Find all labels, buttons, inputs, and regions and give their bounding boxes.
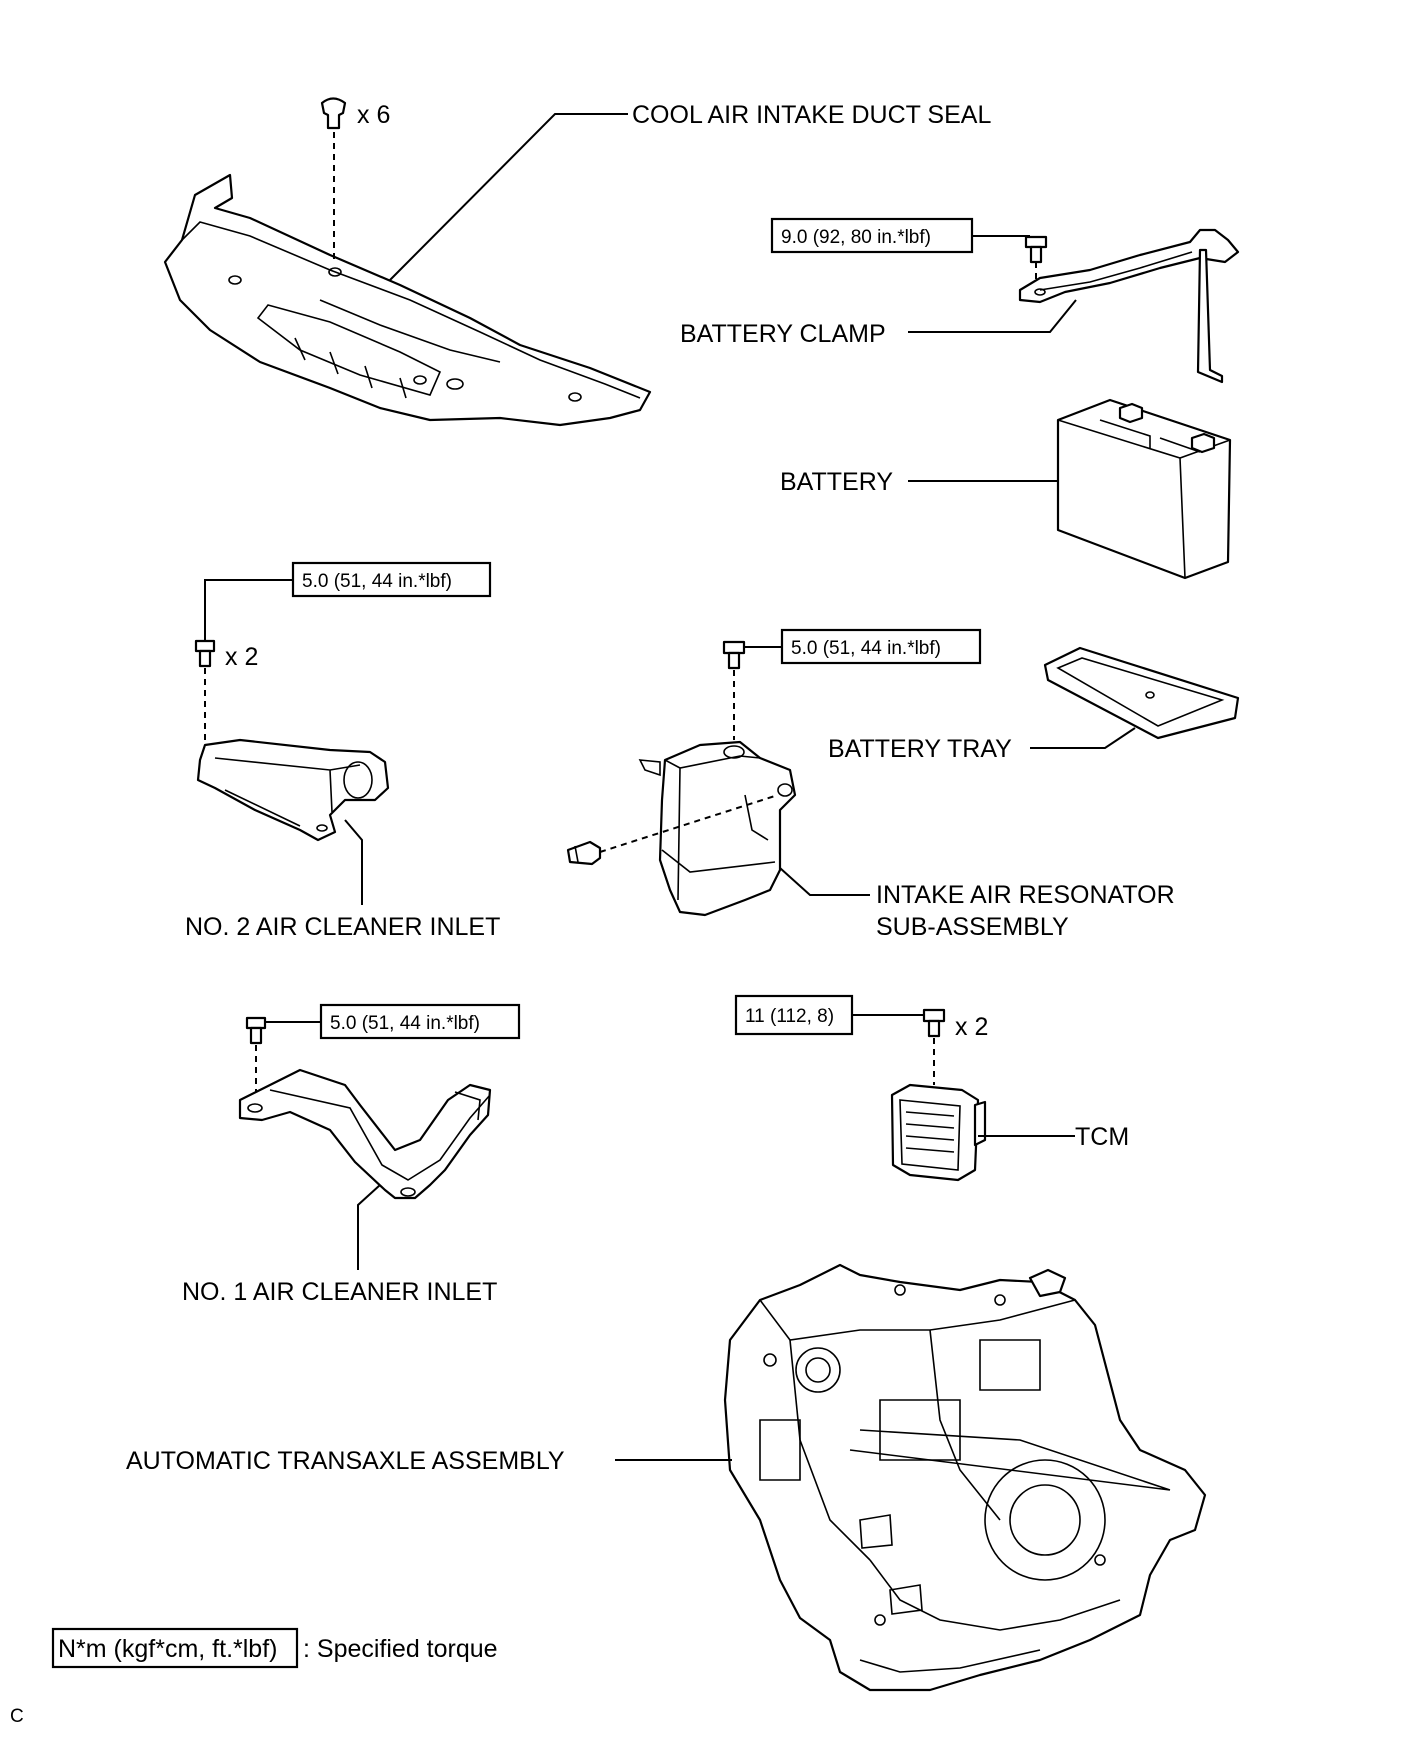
duct-seal-leader: [389, 113, 628, 281]
torque-tcm: 11 (112, 8): [745, 1006, 834, 1027]
clip-fastener-icon: [566, 840, 602, 866]
resonator-leader: [779, 867, 870, 896]
bolt-icon: [922, 1008, 946, 1038]
bolt-icon: [245, 1016, 267, 1045]
clip-fastener-icon: [320, 97, 347, 130]
battery-clamp-leader: [908, 299, 1077, 333]
torque-no1-inlet: 5.0 (51, 44 in.*lbf): [330, 1013, 480, 1034]
automatic-transaxle-part: [723, 1263, 1207, 1692]
label-no1-air-cleaner-inlet: NO. 1 AIR CLEANER INLET: [182, 1278, 497, 1306]
bolt-icon: [1024, 235, 1048, 264]
bolt-icon: [194, 639, 216, 668]
legend-torque-box: [51, 1627, 299, 1669]
torque-battery-clamp: 9.0 (92, 80 in.*lbf): [781, 227, 931, 248]
no2-inlet-leader: [344, 819, 363, 905]
legend-torque-units: N*m (kgf*cm, ft.*lbf): [58, 1635, 277, 1663]
no1-inlet-leader: [357, 1184, 381, 1270]
torque-resonator: 5.0 (51, 44 in.*lbf): [791, 638, 941, 659]
legend-description: : Specified torque: [303, 1635, 498, 1663]
label-battery-clamp: BATTERY CLAMP: [680, 320, 886, 348]
torque-box-resonator: [780, 628, 982, 665]
label-intake-air-resonator-1: INTAKE AIR RESONATOR: [876, 881, 1175, 909]
torque-leader-no2-inlet: [204, 579, 293, 640]
cool-air-intake-duct-seal: [163, 173, 652, 427]
no2-inlet-bolt-qty: x 2: [225, 643, 258, 671]
label-automatic-transaxle: AUTOMATIC TRANSAXLE ASSEMBLY: [126, 1447, 565, 1475]
bolt-icon: [722, 640, 746, 670]
figure-code: C: [10, 1706, 24, 1727]
label-battery-tray: BATTERY TRAY: [828, 735, 1012, 763]
tcm-part: [890, 1083, 987, 1182]
battery-clamp-part: [1018, 228, 1240, 384]
resonator-clip-dash: [599, 794, 779, 853]
label-tcm: TCM: [1075, 1123, 1129, 1151]
battery-part: [1056, 398, 1232, 580]
torque-box-no2-inlet: [291, 561, 492, 598]
label-battery: BATTERY: [780, 468, 893, 496]
battery-tray-part: [1043, 646, 1240, 740]
label-intake-air-resonator-2: SUB-ASSEMBLY: [876, 913, 1069, 941]
no1-air-cleaner-inlet-part: [238, 1068, 492, 1200]
torque-no2-inlet: 5.0 (51, 44 in.*lbf): [302, 571, 452, 592]
battery-tray-leader: [1030, 727, 1136, 749]
tcm-bolt-qty: x 2: [955, 1013, 988, 1041]
label-no2-air-cleaner-inlet: NO. 2 AIR CLEANER INLET: [185, 913, 500, 941]
intake-air-resonator-part: [638, 740, 797, 917]
no2-air-cleaner-inlet-part: [196, 738, 390, 842]
label-cool-air-intake-duct-seal: COOL AIR INTAKE DUCT SEAL: [632, 101, 991, 129]
torque-box-no1-inlet: [319, 1003, 521, 1040]
duct-seal-clip-qty: x 6: [357, 101, 390, 129]
